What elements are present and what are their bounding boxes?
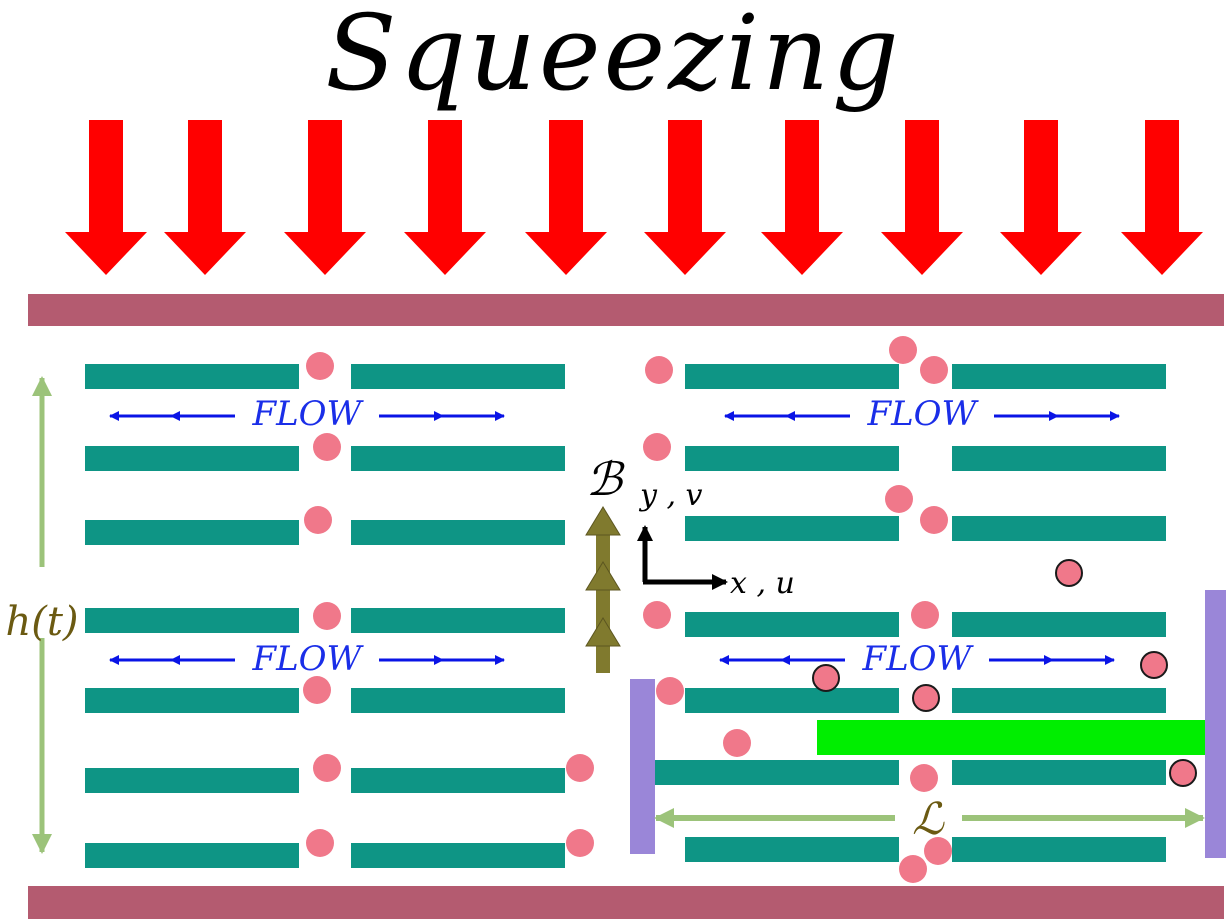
particle: [910, 764, 938, 792]
sheet: [351, 768, 565, 793]
flow-label-bottom-right: FLOW: [862, 639, 975, 679]
bottom-plate: [28, 886, 1224, 919]
flow-arrow-right-mid: [434, 411, 444, 421]
flow-label-bottom-left: FLOW: [252, 639, 365, 679]
nanoparticles: [303, 336, 1197, 883]
particle: [920, 506, 948, 534]
sheet: [685, 516, 899, 541]
flow-arrow-left-mid: [780, 655, 790, 665]
particle: [924, 837, 952, 865]
particle: [313, 602, 341, 630]
sheet-layers: [85, 364, 1166, 868]
particle: [566, 754, 594, 782]
red-down-arrow: [284, 120, 366, 275]
sheet: [685, 446, 899, 471]
sheet: [351, 843, 565, 868]
sheet: [685, 612, 899, 637]
length-label: ℒ: [912, 794, 945, 845]
particle: [912, 684, 940, 712]
particle: [303, 676, 331, 704]
particle: [656, 677, 684, 705]
top-plate: [28, 294, 1224, 326]
particle: [643, 601, 671, 629]
particle: [1169, 759, 1197, 787]
sheet: [85, 688, 299, 713]
left-electrode: [630, 679, 655, 854]
right-electrode: [1205, 590, 1226, 858]
red-down-arrow: [644, 120, 726, 275]
sheet: [351, 520, 565, 545]
sheet: [685, 688, 899, 713]
particle: [911, 601, 939, 629]
sheet: [952, 688, 1166, 713]
particle: [306, 829, 334, 857]
sheet: [351, 688, 565, 713]
sheet: [952, 516, 1166, 541]
flow-arrow-right-mid: [1049, 411, 1059, 421]
squeezing-arrows: [65, 120, 1203, 275]
red-down-arrow: [1000, 120, 1082, 275]
sheet: [952, 364, 1166, 389]
magnetic-field-label: ℬ: [586, 452, 625, 506]
sheet: [952, 612, 1166, 637]
sheet: [85, 768, 299, 793]
particle: [812, 664, 840, 692]
red-down-arrow: [761, 120, 843, 275]
particle: [313, 433, 341, 461]
y-axis-label: y , v: [638, 478, 703, 513]
coordinate-axes: [637, 525, 728, 590]
red-down-arrow: [881, 120, 963, 275]
red-down-arrow: [404, 120, 486, 275]
red-down-arrow: [65, 120, 147, 275]
sheet: [685, 364, 899, 389]
flow-arrow-left-mid: [170, 411, 180, 421]
sheet: [351, 364, 565, 389]
sheet: [85, 608, 299, 633]
particle: [723, 729, 751, 757]
particle: [920, 356, 948, 384]
diagram-title: Squeezing: [325, 0, 902, 114]
flow-label-top-left: FLOW: [252, 394, 365, 434]
flow-arrow-left-mid: [785, 411, 795, 421]
flow-arrow-right-mid: [434, 655, 444, 665]
red-down-arrow: [1121, 120, 1203, 275]
sheet: [85, 446, 299, 471]
particle: [304, 506, 332, 534]
particle: [889, 336, 917, 364]
x-axis-label: x , u: [730, 566, 795, 601]
sheet: [952, 837, 1166, 862]
particle: [1140, 651, 1168, 679]
particle: [899, 855, 927, 883]
sheet: [85, 520, 299, 545]
particle: [313, 754, 341, 782]
particle: [566, 829, 594, 857]
electrode-bar: [817, 720, 1207, 755]
particle: [885, 485, 913, 513]
flow-label-top-right: FLOW: [867, 394, 980, 434]
sheet: [85, 843, 299, 868]
sheet: [952, 446, 1166, 471]
height-label: h(t): [5, 599, 78, 645]
sheet: [85, 364, 299, 389]
magnetic-field-arrow: [585, 506, 621, 673]
sheet: [655, 760, 899, 785]
flow-arrow-left-mid: [170, 655, 180, 665]
flow-arrows: [109, 411, 1120, 665]
sheet: [685, 837, 899, 862]
flow-arrow-right-mid: [1044, 655, 1054, 665]
particle: [1055, 559, 1083, 587]
red-down-arrow: [164, 120, 246, 275]
red-down-arrow: [525, 120, 607, 275]
particle: [645, 356, 673, 384]
sheet: [351, 446, 565, 471]
sheet: [351, 608, 565, 633]
particle: [643, 433, 671, 461]
particle: [306, 352, 334, 380]
sheet: [952, 760, 1166, 785]
